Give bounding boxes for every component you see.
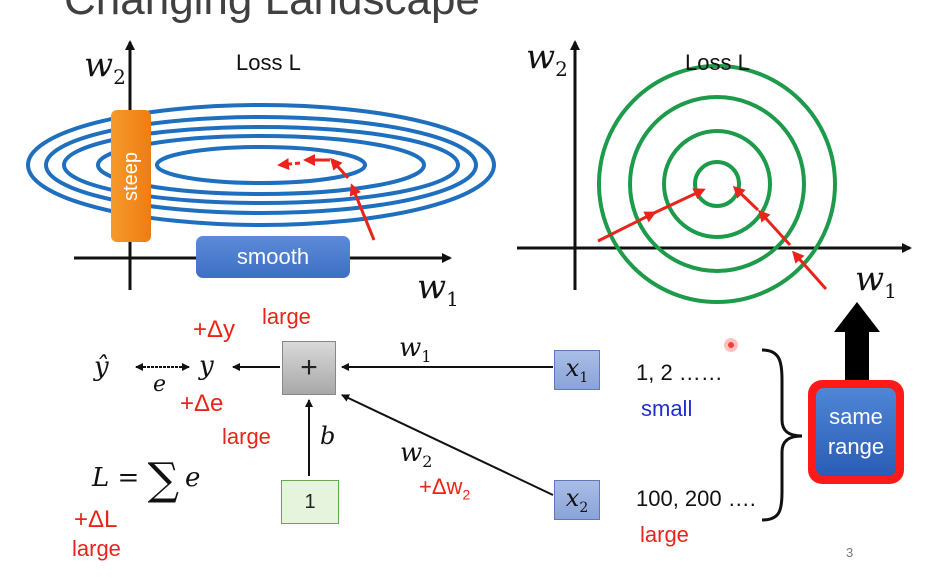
pointer-dot: [724, 338, 738, 352]
left-loss-label: Loss L: [236, 50, 301, 75]
page-number: 3: [846, 545, 854, 560]
right-loss-label: Loss L: [685, 50, 750, 75]
steep-label: steep: [119, 151, 142, 201]
x1-input: x1: [554, 350, 600, 390]
x2-size: large: [640, 522, 689, 547]
left-plot-contours: [26, 103, 496, 227]
delta-e-size: large: [222, 424, 271, 449]
right-plot-contours: [597, 64, 837, 304]
right-y-axis-label: w2: [526, 37, 568, 81]
left-plot-gradient-path: [277, 154, 376, 241]
slide-title: Changing Landscape: [64, 0, 480, 22]
right-plot-axes: [517, 40, 912, 290]
left-x-axis-label: w1: [417, 267, 459, 311]
y-hat-label: ŷ: [94, 352, 109, 382]
curly-brace: [761, 348, 803, 522]
smooth-badge: smooth: [196, 236, 350, 278]
x1-label: x1: [565, 354, 589, 386]
smooth-label: smooth: [236, 244, 310, 269]
left-y-axis-label: w2: [84, 45, 126, 89]
same-range-line1: same: [829, 404, 883, 430]
error-label: e: [153, 372, 167, 397]
y-label: y: [199, 351, 214, 381]
bias-input: 1: [281, 480, 339, 524]
x2-label: x2: [565, 484, 589, 516]
x1-size: small: [641, 396, 693, 421]
same-range-badge: same range: [808, 380, 904, 484]
w1-label: w1: [399, 333, 432, 367]
bias-label: b: [320, 422, 336, 450]
right-x-axis-label: w1: [855, 259, 897, 303]
network-arrows: [135, 363, 554, 496]
steep-badge: steep: [111, 110, 151, 242]
sum-node: +: [282, 341, 336, 395]
loss-formula: L = ∑e: [92, 454, 201, 505]
delta-y-size: large: [262, 304, 311, 329]
w2-label: w2: [400, 438, 433, 472]
x2-input: x2: [554, 480, 600, 520]
delta-w2-label: +Δw2: [419, 474, 471, 503]
up-arrow: [834, 302, 880, 384]
delta-y-label: +Δy: [193, 316, 236, 343]
delta-L-size: large: [72, 536, 121, 561]
x2-values: 100, 200 ….: [636, 486, 756, 511]
right-plot-gradient-path: [597, 185, 828, 290]
same-range-line2: range: [827, 434, 885, 459]
delta-e-label: +Δe: [180, 390, 224, 417]
delta-L-label: +ΔL: [74, 506, 118, 533]
x1-values: 1, 2 ……: [636, 360, 723, 385]
